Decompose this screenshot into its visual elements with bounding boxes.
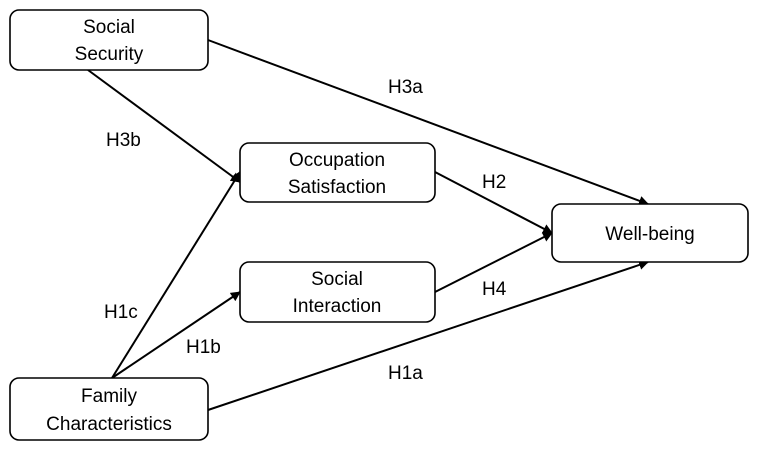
edge-label-h1c: H1c — [104, 302, 138, 323]
node-occupation-satisfaction-box — [239, 142, 436, 203]
node-well-being: Well-being — [551, 203, 749, 263]
node-social-interaction-line2: Interaction — [293, 296, 382, 317]
edge-label-h2: H2 — [482, 172, 506, 193]
edge-label-h3a: H3a — [388, 77, 423, 98]
node-family-characteristics-line2: Characteristics — [46, 414, 172, 435]
node-social-security-box — [9, 9, 209, 71]
node-family-characteristics: Family Characteristics — [9, 377, 209, 441]
node-occupation-satisfaction-line1: Occupation — [289, 150, 385, 171]
node-social-interaction-line1: Social — [311, 269, 363, 290]
node-social-interaction-box — [239, 261, 436, 323]
edge-h3b — [87, 69, 241, 183]
node-social-interaction: Social Interaction — [239, 261, 436, 323]
node-social-security: Social Security — [9, 9, 209, 71]
edge-h4 — [434, 232, 553, 293]
node-occupation-satisfaction-line2: Satisfaction — [288, 177, 386, 198]
edge-label-h1b: H1b — [186, 337, 221, 358]
node-family-characteristics-line1: Family — [81, 386, 137, 407]
edge-h1c — [111, 171, 241, 379]
node-occupation-satisfaction: Occupation Satisfaction — [239, 142, 436, 203]
edge-h1a — [207, 260, 649, 411]
edges — [87, 39, 649, 411]
node-social-security-line1: Social — [83, 17, 135, 38]
edge-h2 — [434, 171, 553, 234]
edge-h3a — [207, 39, 649, 206]
node-well-being-line1: Well-being — [605, 224, 694, 245]
edge-label-h1a: H1a — [388, 363, 423, 384]
edge-label-h4: H4 — [482, 279, 507, 300]
edge-label-h3b: H3b — [106, 130, 141, 151]
edge-labels: H3a H3b H2 H4 H1a H1b H1c — [104, 77, 507, 384]
edge-h1b — [111, 291, 241, 379]
node-well-being-box — [551, 203, 749, 263]
node-social-security-line2: Security — [75, 44, 144, 65]
node-family-characteristics-box — [9, 377, 209, 441]
